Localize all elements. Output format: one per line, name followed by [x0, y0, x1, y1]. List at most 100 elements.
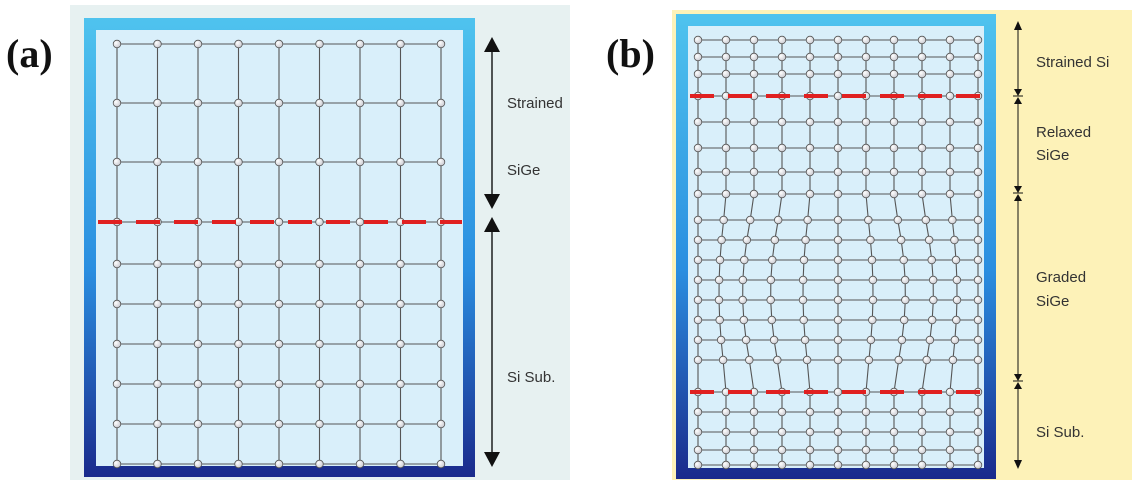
panel-a-substrate-label: Si Sub. [507, 369, 555, 386]
atom [861, 189, 871, 199]
atom [868, 275, 878, 285]
atom [721, 427, 731, 437]
atom [917, 69, 927, 79]
atom [922, 355, 931, 365]
atom [805, 407, 815, 417]
atom [693, 407, 703, 417]
atom [833, 143, 843, 153]
atom [777, 427, 787, 437]
atom [917, 117, 927, 127]
atom [973, 189, 983, 199]
atom [833, 335, 843, 345]
atom [889, 52, 899, 62]
atom [861, 407, 871, 417]
atom [715, 315, 724, 325]
atom [274, 459, 284, 469]
atom [693, 315, 703, 325]
atom [917, 52, 927, 62]
atom [721, 167, 731, 177]
atom [153, 419, 162, 429]
panel-a-lattice [98, 39, 462, 469]
atom [927, 255, 936, 265]
atom [924, 235, 934, 245]
atom [866, 235, 875, 245]
atom [889, 407, 899, 417]
atom [945, 117, 955, 127]
atom [436, 419, 446, 429]
atom [738, 295, 747, 305]
atom [153, 259, 162, 269]
atom [234, 459, 243, 469]
atom [193, 419, 203, 429]
atom [749, 69, 759, 79]
atom [436, 459, 446, 469]
atom [861, 35, 871, 45]
atom [800, 335, 810, 345]
atom [889, 189, 899, 199]
panel-b-substrate-label: Si Sub. [1036, 424, 1084, 441]
atom [833, 52, 843, 62]
atom [833, 189, 843, 199]
atom [803, 215, 812, 225]
atom [274, 157, 284, 167]
atom [721, 445, 731, 455]
atom [951, 255, 961, 265]
atom [274, 98, 284, 108]
atom [777, 445, 787, 455]
atom [436, 39, 446, 49]
atom [777, 143, 787, 153]
atom [945, 445, 955, 455]
atom [396, 157, 405, 167]
atom [112, 459, 122, 469]
atom [721, 460, 731, 470]
atom [193, 379, 203, 389]
atom [767, 315, 777, 325]
atom [436, 98, 446, 108]
atom [897, 335, 907, 345]
atom [768, 255, 777, 265]
atom [945, 143, 955, 153]
atom [315, 379, 324, 389]
atom [917, 460, 927, 470]
panel-b-lattice-atoms [693, 35, 983, 470]
atom [234, 339, 243, 349]
atom [777, 52, 787, 62]
atom [805, 460, 815, 470]
atom [315, 39, 324, 49]
atom [745, 355, 754, 365]
atom [355, 299, 365, 309]
atom [693, 189, 703, 199]
atom [749, 189, 759, 199]
panel-a-strained-label-line1: Strained [507, 95, 563, 112]
atom [717, 235, 726, 245]
atom [805, 117, 815, 127]
atom [112, 157, 122, 167]
atom [917, 427, 927, 437]
atom [274, 339, 284, 349]
atom [721, 189, 731, 199]
panel-b-relaxed-label-line2: SiGe [1036, 147, 1069, 164]
atom [770, 235, 780, 245]
atom [805, 189, 815, 199]
atom [766, 295, 775, 305]
atom [396, 39, 405, 49]
atom [355, 98, 365, 108]
panel-b-lattice-area [688, 26, 984, 468]
atom [921, 215, 931, 225]
atom [721, 35, 731, 45]
atom [833, 407, 843, 417]
atom [749, 143, 759, 153]
atom [719, 215, 728, 225]
atom [274, 299, 284, 309]
atom [739, 315, 749, 325]
atom [112, 379, 122, 389]
atom [355, 419, 365, 429]
atom [889, 445, 899, 455]
atom [917, 35, 927, 45]
atom [153, 379, 162, 389]
atom [973, 355, 983, 365]
atom [436, 299, 446, 309]
atom [868, 315, 877, 325]
atom [315, 259, 324, 269]
